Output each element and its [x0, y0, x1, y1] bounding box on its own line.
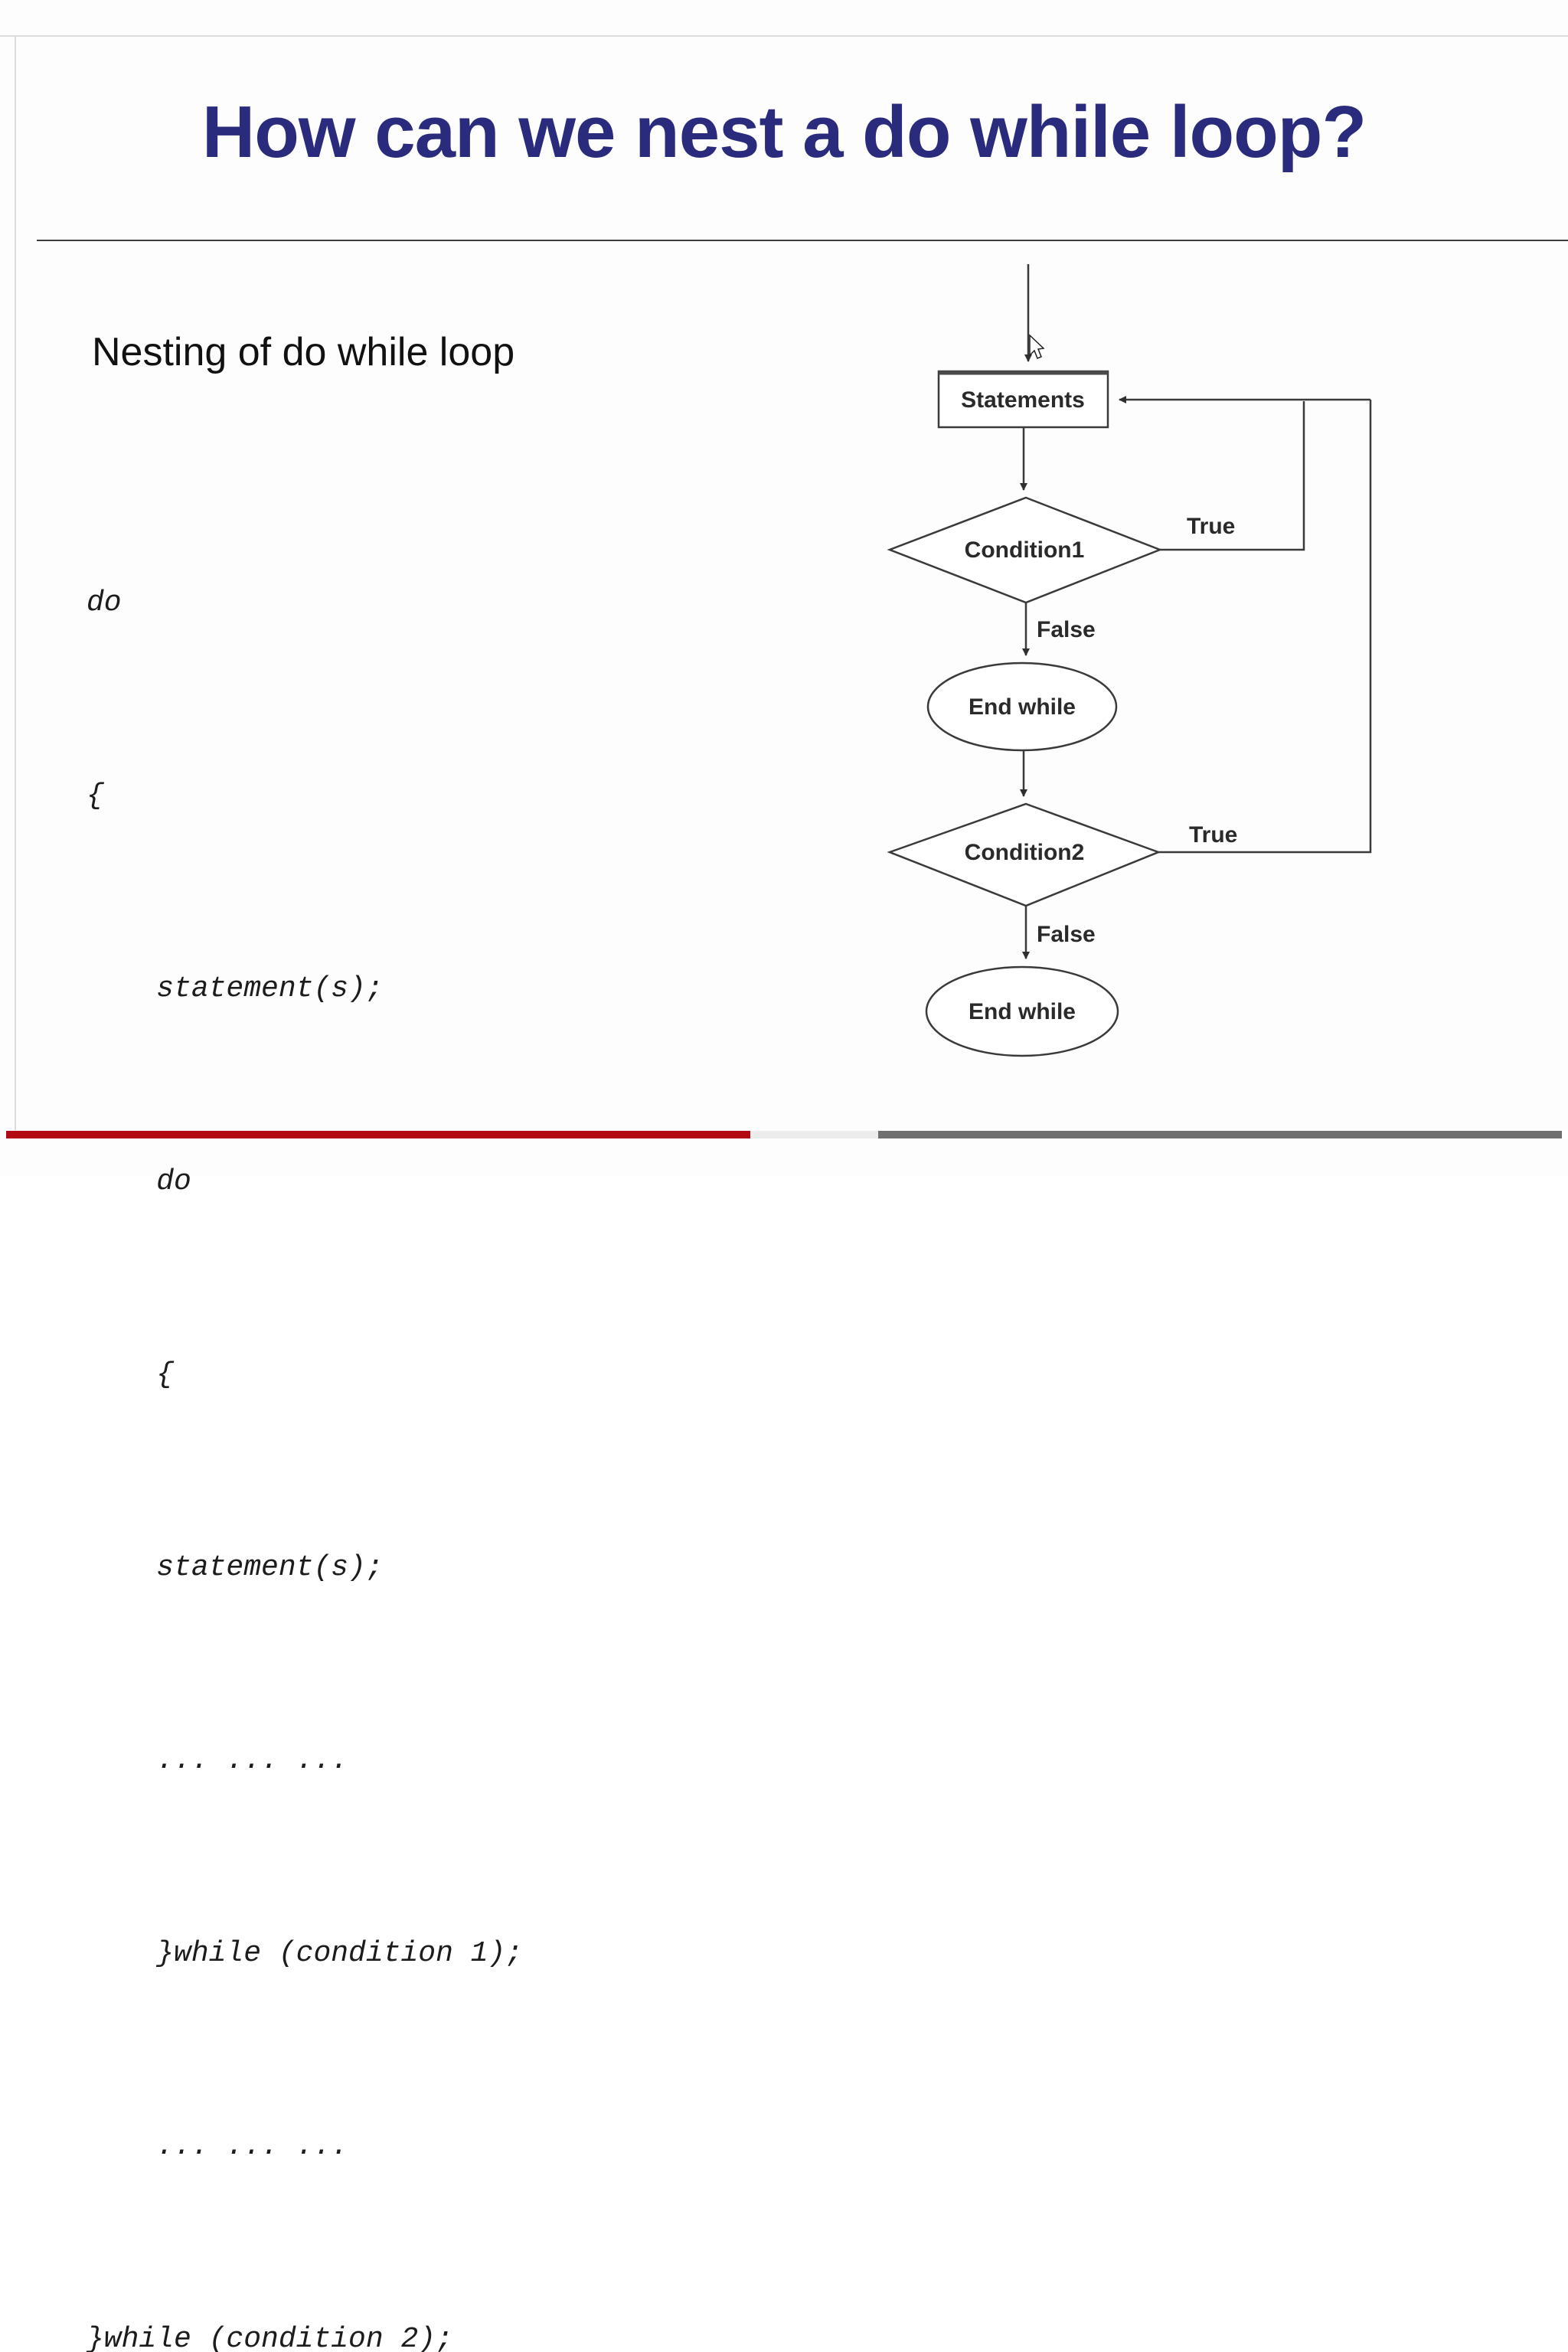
code-line: ... ... ... [87, 1744, 349, 1777]
slide-top-border [0, 35, 1568, 37]
statements-label: Statements [961, 387, 1085, 413]
code-line: }while (condition 2); [87, 2323, 453, 2352]
video-progress-bar[interactable] [0, 1131, 1568, 1138]
end-while2-label: End while [969, 999, 1076, 1024]
code-line: ... ... ... [87, 2130, 349, 2163]
flowchart: Statements Condition1 True False End whi… [887, 264, 1372, 1057]
true1-label: True [1187, 514, 1235, 539]
title-divider [37, 240, 1568, 241]
end-while1-ellipse [926, 662, 1118, 752]
slide-left-border [15, 35, 16, 1130]
progress-played-segment[interactable] [6, 1131, 750, 1138]
code-line: }while (condition 1); [87, 1937, 524, 1970]
mouse-cursor-icon [1029, 334, 1045, 359]
end-while1-label: End while [969, 694, 1076, 720]
statements-box [937, 370, 1109, 429]
code-line: { [87, 1358, 175, 1391]
progress-loaded-segment[interactable] [750, 1131, 878, 1138]
code-line: statement(s); [87, 1551, 384, 1584]
true2-label: True [1189, 822, 1237, 848]
false1-label: False [1037, 617, 1096, 642]
code-line: { [87, 779, 104, 812]
condition1-label: Condition1 [965, 537, 1085, 563]
code-line: statement(s); [87, 972, 384, 1005]
true1-loop-line [1160, 401, 1305, 551]
true2-loop-line [1158, 400, 1372, 854]
slide-title: How can we nest a do while loop? [201, 91, 1367, 173]
slide-background: How can we nest a do while loop? Nesting… [0, 35, 1568, 2352]
end-while2-ellipse [925, 965, 1119, 1057]
false2-label: False [1037, 922, 1096, 947]
progress-remaining-segment[interactable] [878, 1131, 1562, 1138]
condition2-label: Condition2 [965, 840, 1085, 865]
section-heading: Nesting of do while loop [92, 330, 515, 374]
code-line: do [87, 586, 122, 619]
